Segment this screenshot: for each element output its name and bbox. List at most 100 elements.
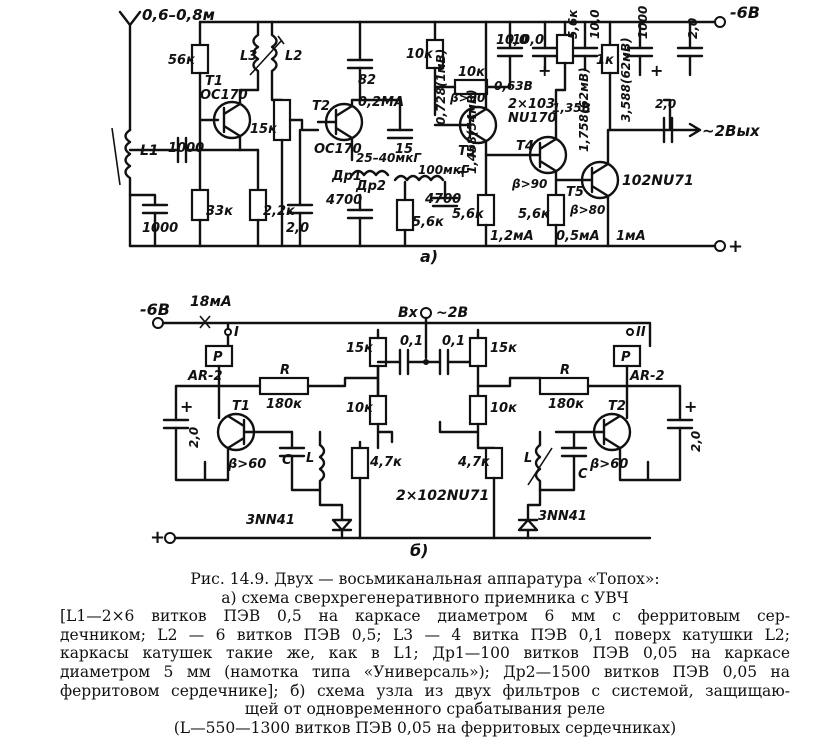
r47k-left-label: 4,7к <box>369 455 403 470</box>
r15kb-label: 15к <box>490 341 518 356</box>
relay2-label: Р <box>621 350 631 365</box>
port-i: I <box>234 325 239 340</box>
input-label: Вх <box>398 305 419 321</box>
c-right-name: C <box>578 467 588 482</box>
terminal-neg-b <box>152 317 164 329</box>
c2-0b-label: 2,0 <box>686 18 700 39</box>
caption-line-3: [L1—2×6 витков ПЭВ 0,5 на каркасе диамет… <box>60 607 790 626</box>
r-right-label: R <box>560 363 570 378</box>
r5-6kc-label: 5,6к <box>518 207 551 222</box>
beta80-label: β>80 <box>569 203 605 217</box>
plus-b2: + <box>684 397 697 416</box>
coil-l3 <box>252 20 260 92</box>
t34-type: 2×103 <box>508 97 555 112</box>
c-left-name: C <box>282 453 292 468</box>
c82-label: 82 <box>358 73 376 88</box>
r33k-label: 33к <box>206 204 234 219</box>
r10k-right-label: 10к <box>490 401 518 416</box>
r10k-left-label: 10к <box>346 401 374 416</box>
beta90a-label: β>90 <box>449 91 485 105</box>
current-label: 18мА <box>190 294 232 310</box>
panel-label-a: а) <box>420 247 438 266</box>
capacitor-15 <box>386 128 414 140</box>
caption-line-9: (L—550—1300 витков ПЭВ 0,05 на ферритовы… <box>173 718 677 737</box>
output-label-a: ~2Вых <box>702 122 761 140</box>
caption-line-6: диаметром 5 мм (намотка типа «Универсаль… <box>60 662 790 681</box>
relay-type-1: AR-2 <box>187 369 223 384</box>
supply-pos-label-b: + <box>150 527 165 548</box>
diode1-label: 3NN41 <box>246 513 295 528</box>
terminal-pos-b <box>164 532 176 544</box>
r5-6ka-label: 5,6к <box>412 215 445 230</box>
beta2-label: β>60 <box>589 457 628 472</box>
t3-label: T3 <box>458 144 476 159</box>
terminal-pos-a <box>714 240 726 252</box>
c2-0a-label: 2,0 <box>286 221 309 236</box>
plus-a1: + <box>456 162 469 181</box>
beta90b-label: β>90 <box>511 177 547 191</box>
i12-label: 1,2мА <box>490 229 534 244</box>
supply-neg-label-b: -6В <box>140 300 170 319</box>
t2-label: T2 <box>312 99 330 114</box>
l-right-label: L <box>524 451 532 466</box>
t2-current: 0,2МА <box>358 95 404 110</box>
plus-b1: + <box>180 397 193 416</box>
resistor-10k-right <box>468 394 488 426</box>
input-terminal <box>420 307 432 319</box>
diode-2 <box>517 518 539 532</box>
port-ii: II <box>636 325 646 340</box>
v3588-label: 3,588(62мВ) <box>619 37 633 122</box>
antenna-voltage: 0,6–0,8м <box>142 6 215 24</box>
relay1-label: Р <box>213 350 223 365</box>
r56k-label: 56к <box>168 53 196 68</box>
l3-label: L3 <box>240 49 257 64</box>
c2-0c-label: 2,0 <box>655 97 676 111</box>
choke-dr2 <box>393 174 445 182</box>
resistor-4-7k-left <box>350 446 370 480</box>
c4700a-label: 4700 <box>325 193 362 208</box>
negative-rail-b <box>156 321 652 348</box>
plus-a2: + <box>538 61 551 80</box>
diode-1 <box>331 518 353 532</box>
c4700b-label: 4700 <box>424 192 461 207</box>
wire-c1000b <box>128 193 157 207</box>
c01b-label: 0,1 <box>442 334 465 349</box>
c10a-label: 10,0 <box>496 33 528 48</box>
t2-type: ОС170 <box>314 142 362 157</box>
c10c-label: 10,0 <box>588 9 602 39</box>
diode2-label: 3NN41 <box>538 509 587 524</box>
t1-type: ОС170 <box>200 88 248 103</box>
supply-neg-label-a: -6В <box>730 3 760 22</box>
c-left-label: 2,0 <box>187 427 201 448</box>
l2-core <box>249 35 285 76</box>
coil-l-left <box>318 443 326 492</box>
t5-label: T5 <box>566 185 584 200</box>
schematic-figure: -6В + 0,6–0,8м L1 1000 1000 56к 33к T1 О… <box>111 3 761 560</box>
caption-line-5: каркасы катушек такие же, как в L1; Др1—… <box>60 644 790 663</box>
resistor-15k-b <box>468 336 488 368</box>
dr1-label: Др1 <box>331 169 362 184</box>
t1-b-label: T1 <box>232 399 250 414</box>
terminal-neg-a <box>714 16 726 28</box>
coil-l-right <box>534 443 542 492</box>
r1k-label: 1к <box>596 53 615 68</box>
coil-l1 <box>124 128 132 248</box>
caption-line-1: Рис. 14.9. Двух — восьмиканальная аппара… <box>190 570 660 588</box>
dr2-value: 100мкГ <box>418 163 470 177</box>
resistor-r-right <box>538 376 590 396</box>
c1000b-label: 1000 <box>142 221 178 236</box>
c1000c-label: 1000 <box>636 6 650 39</box>
caption-line-8: щей от одновременного срабатывания реле <box>244 700 606 719</box>
figure-caption: Рис. 14.9. Двух — восьмиканальная аппара… <box>60 570 790 737</box>
plus-a3: + <box>650 61 663 80</box>
current-mark <box>199 315 211 329</box>
r-left-label: R <box>280 363 290 378</box>
r5-6kb-label: 5,6к <box>452 207 485 222</box>
r15k-label: 15к <box>250 122 278 137</box>
v1458-label: 1,458(54мВ) <box>465 89 479 174</box>
v0728-label: 0,728(1мВ) <box>434 49 448 125</box>
capacitor-4700-b <box>431 196 459 208</box>
r-right-value: 180к <box>548 397 585 412</box>
port-ii-dot <box>626 328 634 336</box>
caption-line-2: а) схема сверхрегенеративного приемника … <box>221 588 629 607</box>
